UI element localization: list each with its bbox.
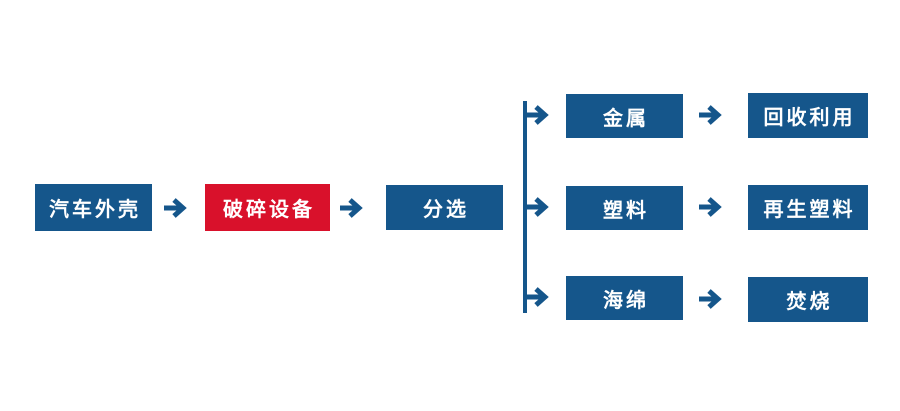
node-sorting: 分选 [386,185,503,230]
node-recycled-plastic-label: 再生塑料 [763,199,856,221]
arrow-right-icon [698,287,724,311]
node-crusher-label: 破碎设备 [223,199,315,221]
node-sponge: 海绵 [566,276,683,320]
arrow-right-icon [698,195,724,219]
node-recycled-plastic: 再生塑料 [748,185,868,230]
arrow-right-icon [163,196,189,220]
node-plastic: 塑料 [566,186,683,230]
arrow-right-icon [339,196,365,220]
arrow-right-icon [698,103,724,127]
node-car-shell: 汽车外壳 [35,184,152,231]
node-car-shell-label: 汽车外壳 [49,199,141,221]
node-incineration-label: 焚烧 [786,291,833,313]
node-metal-label: 金属 [603,107,649,130]
node-sponge-label: 海绵 [603,289,649,312]
node-incineration: 焚烧 [748,277,868,322]
node-crusher: 破碎设备 [205,184,330,231]
node-sorting-label: 分选 [423,199,469,221]
arrow-right-icon [525,195,551,219]
node-plastic-label: 塑料 [603,199,649,222]
node-recycling: 回收利用 [748,93,868,138]
arrow-right-icon [525,285,551,309]
node-recycling-label: 回收利用 [763,107,856,129]
branch-connector-line [523,101,527,313]
arrow-right-icon [525,103,551,127]
node-metal: 金属 [566,94,683,138]
